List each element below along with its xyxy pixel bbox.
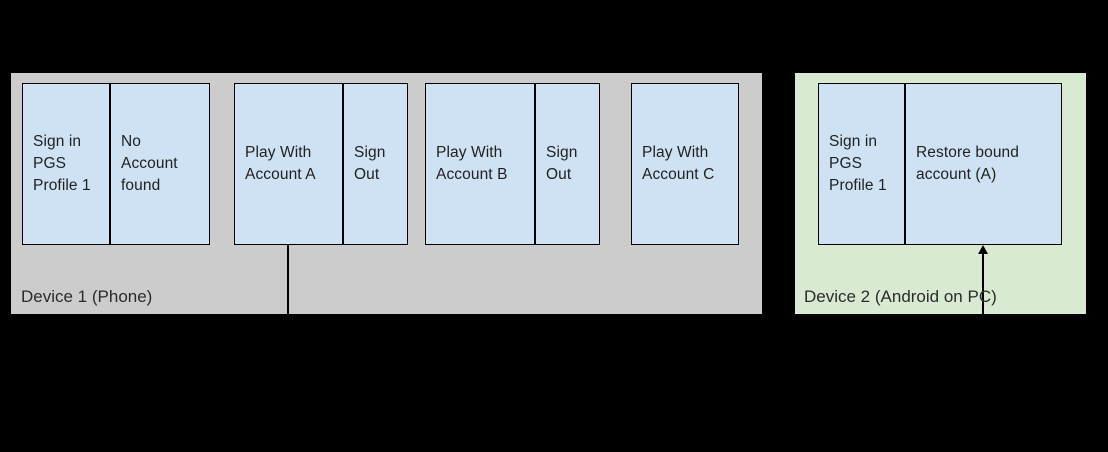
- box-play-with-account-b: Play With Account B: [425, 83, 535, 245]
- step-group-account-b: Play With Account B Sign Out: [425, 83, 600, 245]
- device2-lane: Sign in PGS Profile 1 Restore bound acco…: [795, 73, 1086, 314]
- step-group-restore: Sign in PGS Profile 1 Restore bound acco…: [818, 83, 1062, 245]
- box-sign-out-2: Sign Out: [535, 83, 600, 245]
- box-restore-bound-account-a: Restore bound account (A): [905, 83, 1062, 245]
- box-sign-out-1: Sign Out: [343, 83, 408, 245]
- connector-account-a-to-device2-line: [287, 245, 289, 314]
- box-play-with-account-c: Play With Account C: [631, 83, 739, 245]
- arrow-up-head-icon: [978, 245, 988, 254]
- box-sign-in-pgs-profile-1: Sign in PGS Profile 1: [22, 83, 110, 245]
- step-group-account-c: Play With Account C: [631, 83, 739, 245]
- device1-label: Device 1 (Phone): [21, 287, 153, 306]
- box-play-with-account-a: Play With Account A: [234, 83, 343, 245]
- device2-label: Device 2 (Android on PC): [804, 287, 997, 306]
- step-group-signin: Sign in PGS Profile 1 No Account found: [22, 83, 210, 245]
- step-group-account-a: Play With Account A Sign Out: [234, 83, 408, 245]
- box-sign-in-pgs-profile-1-device2: Sign in PGS Profile 1: [818, 83, 905, 245]
- box-no-account-found: No Account found: [110, 83, 210, 245]
- device1-lane: Sign in PGS Profile 1 No Account found P…: [11, 73, 762, 314]
- connector-restore-arrow-line: [982, 247, 984, 314]
